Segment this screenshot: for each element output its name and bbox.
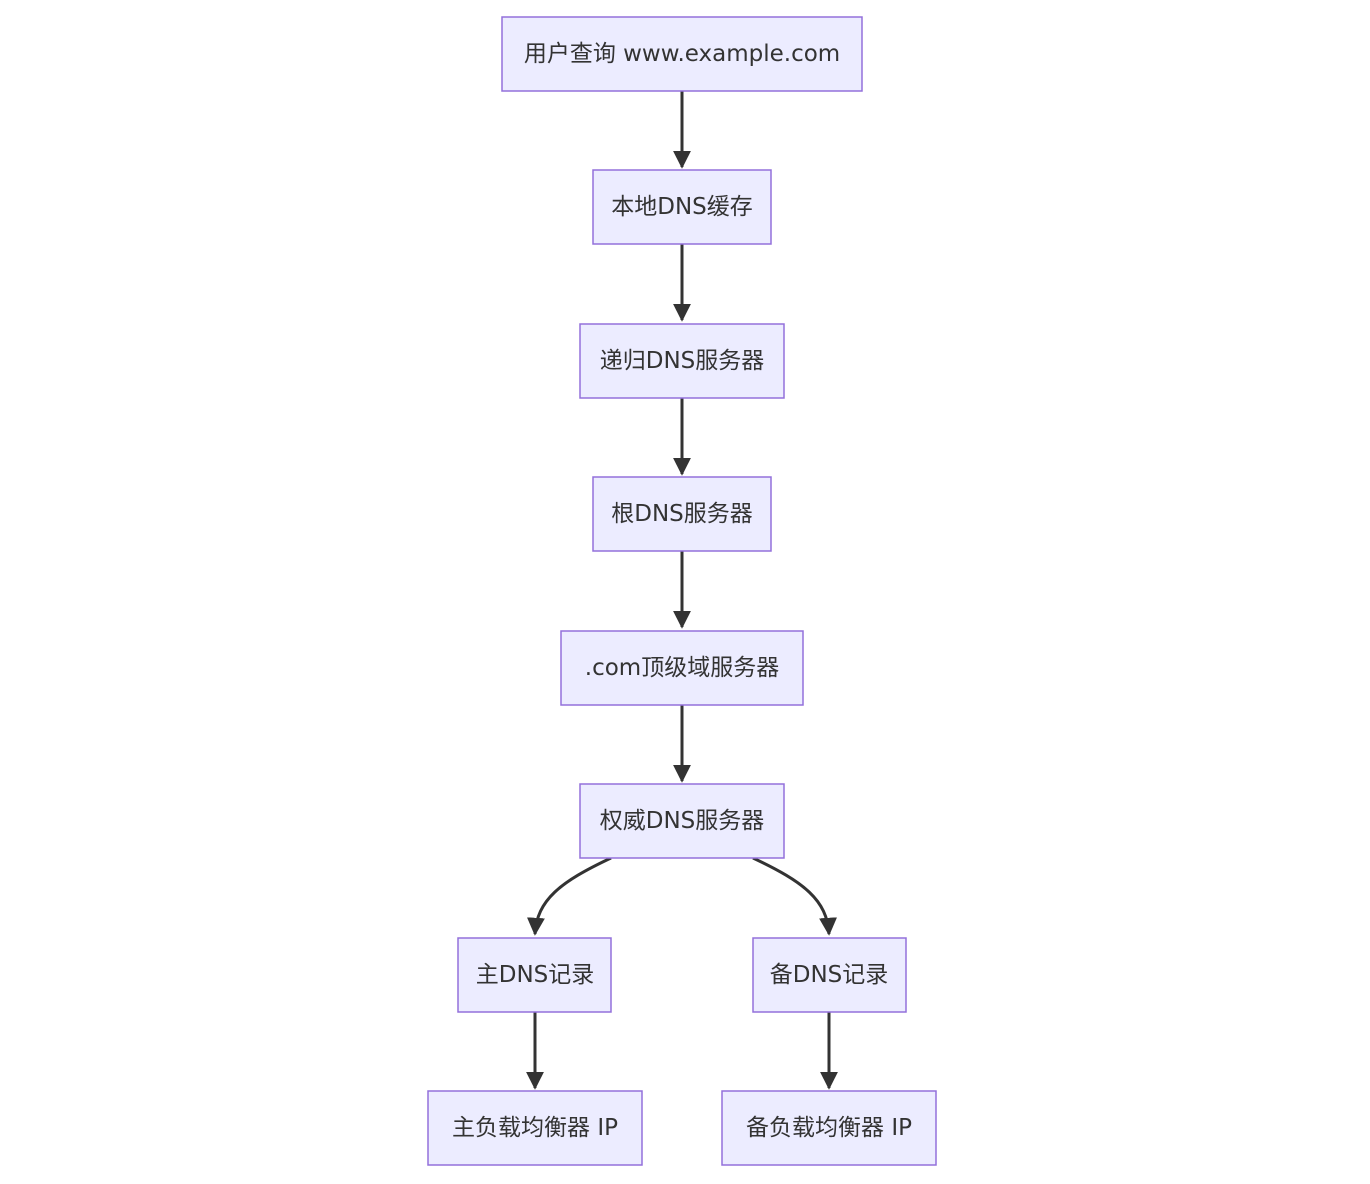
edge-authoritative-to-primary-record <box>526 856 612 936</box>
node-label-backup-dns-record: 备DNS记录 <box>770 962 889 988</box>
node-label-backup-load-balancer-ip: 备负载均衡器 IP <box>746 1115 912 1141</box>
node-primary-dns-record: 主DNS记录 <box>457 937 612 1013</box>
node-label-tld-server: .com顶级域服务器 <box>585 655 779 681</box>
node-user-query: 用户查询 www.example.com <box>501 16 863 92</box>
node-backup-load-balancer-ip: 备负载均衡器 IP <box>721 1090 937 1166</box>
node-label-recursive-dns-server: 递归DNS服务器 <box>600 348 765 374</box>
node-local-dns-cache: 本地DNS缓存 <box>592 169 772 245</box>
node-tld-server: .com顶级域服务器 <box>560 630 804 706</box>
node-label-user-query: 用户查询 www.example.com <box>524 41 840 67</box>
node-authoritative-dns-server: 权威DNS服务器 <box>579 783 785 859</box>
edge-authoritative-to-backup-record <box>752 856 838 936</box>
node-label-authoritative-dns-server: 权威DNS服务器 <box>600 808 765 834</box>
node-label-primary-dns-record: 主DNS记录 <box>476 962 595 988</box>
node-recursive-dns-server: 递归DNS服务器 <box>579 323 785 399</box>
node-label-primary-load-balancer-ip: 主负载均衡器 IP <box>452 1115 618 1141</box>
node-primary-load-balancer-ip: 主负载均衡器 IP <box>427 1090 643 1166</box>
node-root-dns-server: 根DNS服务器 <box>592 476 772 552</box>
node-backup-dns-record: 备DNS记录 <box>752 937 907 1013</box>
node-label-root-dns-server: 根DNS服务器 <box>611 501 753 527</box>
edges-layer <box>526 91 838 1090</box>
node-label-local-dns-cache: 本地DNS缓存 <box>611 194 753 220</box>
nodes-layer: 用户查询 www.example.com 本地DNS缓存 递归DNS服务器 根D… <box>427 16 937 1166</box>
